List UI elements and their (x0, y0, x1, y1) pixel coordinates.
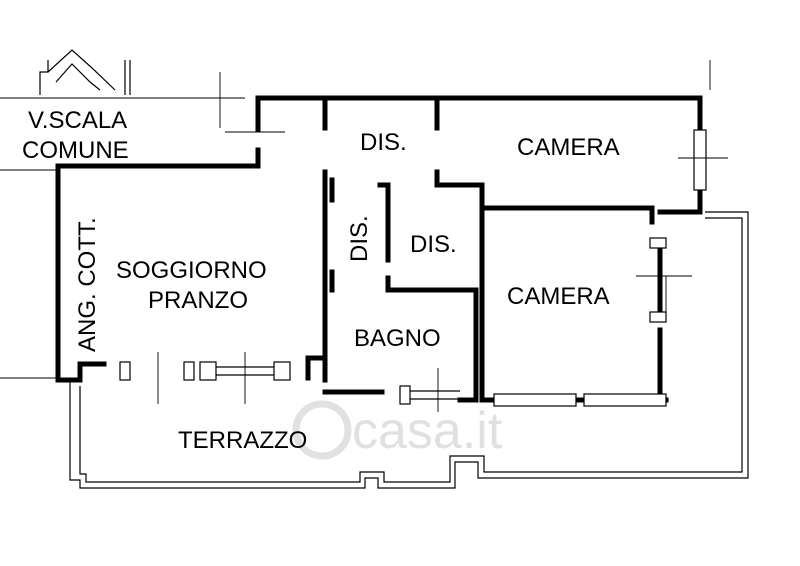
tick-marks (157, 157, 728, 412)
stair-label-line1: V.SCALA (28, 107, 127, 134)
bagno-label: BAGNO (354, 325, 441, 352)
watermark-text: casa.it (352, 402, 503, 460)
pranzo-label: PRANZO (148, 287, 248, 314)
dis-top-label: DIS. (360, 129, 407, 156)
soggiorno-label: SOGGIORNO (116, 257, 267, 284)
dis-vertical-label: DIS. (346, 215, 373, 262)
camera-right-label: CAMERA (507, 283, 610, 310)
stair-symbol (39, 49, 131, 95)
reference-lines (0, 60, 711, 379)
room-labels: V.SCALA COMUNE DIS. CAMERA ANG. COTT. SO… (22, 107, 620, 454)
dis-middle-label: DIS. (410, 231, 457, 258)
terrazzo-label: TERRAZZO (178, 427, 307, 454)
stair-label-line2: COMUNE (22, 137, 129, 164)
watermark: casa.it (292, 400, 503, 460)
camera-top-label: CAMERA (517, 134, 620, 161)
terrace-outline (69, 211, 749, 489)
windows (119, 129, 707, 407)
ang-cott-label: ANG. COTT. (74, 217, 101, 352)
